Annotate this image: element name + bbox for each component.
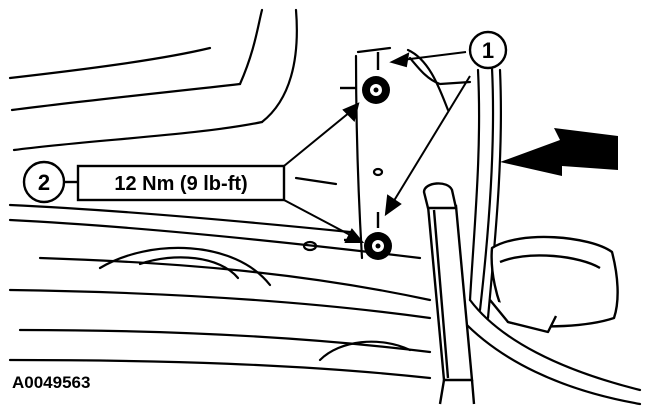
strut-detail — [432, 209, 450, 379]
wheel-arch — [98, 246, 272, 287]
fastener-lower-hole — [375, 243, 381, 249]
arrowhead-1-lower — [384, 194, 402, 217]
callout-2-number: 2 — [38, 170, 50, 195]
lift-strut — [422, 182, 476, 405]
panel-seam-3 — [18, 328, 432, 354]
strut-rod — [438, 379, 476, 405]
body-hole-1 — [372, 167, 384, 177]
body-curve-top — [238, 8, 298, 124]
panel-seam-2 — [8, 288, 432, 320]
leader-2-lower — [283, 199, 353, 237]
callout-1-circle — [468, 30, 508, 70]
latch-base — [489, 299, 558, 334]
body-outline-upper — [8, 46, 242, 112]
torque-spec-label: 12 Nm (9 lb-ft) — [114, 173, 247, 195]
bracket-edge — [408, 56, 472, 86]
figure-id: A0049563 — [12, 373, 90, 392]
arrowhead-2-lower — [344, 228, 365, 243]
pillar-line-1 — [468, 68, 481, 302]
sill-line-1 — [468, 298, 642, 392]
strut-body — [426, 204, 474, 382]
latch-block — [489, 235, 619, 334]
callout-2: 2 12 Nm (9 lb-ft) — [22, 160, 286, 204]
sill-line-2 — [460, 318, 642, 406]
leader-lines — [283, 51, 471, 243]
fastener-upper — [340, 52, 390, 104]
wheel-arch-inner — [138, 256, 240, 280]
leader-1-upper — [401, 51, 467, 61]
body-hole-2 — [302, 240, 318, 252]
body-notch — [294, 176, 338, 186]
pillar-line-2 — [478, 66, 495, 312]
strut-end — [422, 182, 458, 210]
torque-spec-box — [76, 164, 286, 202]
arrowhead-2-upper — [342, 102, 360, 122]
body-lower-line — [8, 203, 422, 260]
leader-2-upper — [283, 111, 351, 167]
vehicle-line-art — [8, 8, 642, 406]
bracket-plate — [354, 46, 450, 260]
panel-seam-4 — [8, 358, 432, 380]
leader-1-lower — [391, 75, 471, 205]
body-inner-curve — [12, 120, 264, 152]
lower-hump — [318, 340, 412, 362]
view-direction-arrow — [500, 128, 618, 176]
callout-1: 1 — [468, 30, 508, 70]
callout-1-number: 1 — [482, 38, 494, 63]
arrowhead-1-upper — [389, 52, 410, 68]
latch-inner — [499, 254, 601, 270]
fastener-upper-hole — [373, 87, 379, 93]
panel-seam-1 — [38, 256, 432, 302]
pillar-line-3 — [486, 68, 502, 320]
